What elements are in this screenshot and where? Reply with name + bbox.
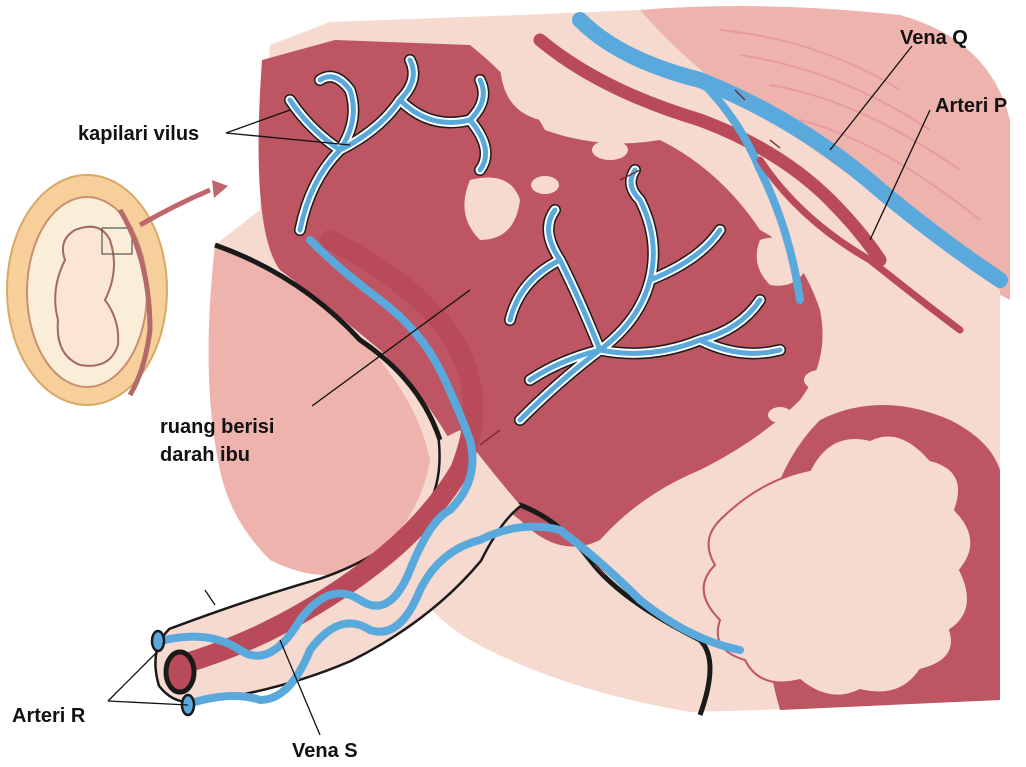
label-artery-p: Arteri P bbox=[935, 95, 1007, 117]
label-maternal-blood-space-line2: darah ibu bbox=[160, 444, 250, 466]
cord-artery-cross-section-1 bbox=[152, 631, 164, 651]
label-artery-r: Arteri R bbox=[12, 705, 86, 727]
label-maternal-blood-space-line1: ruang berisi bbox=[160, 416, 274, 438]
label-vein-q: Vena Q bbox=[900, 27, 968, 49]
zoom-arrow-head bbox=[212, 180, 228, 198]
label-vein-s: Vena S bbox=[292, 740, 358, 762]
label-villus-capillaries: kapilari vilus bbox=[78, 123, 199, 145]
zoom-arrow bbox=[140, 190, 210, 225]
uterus-inset bbox=[7, 175, 167, 405]
cord-vein-cross-section bbox=[166, 652, 194, 692]
